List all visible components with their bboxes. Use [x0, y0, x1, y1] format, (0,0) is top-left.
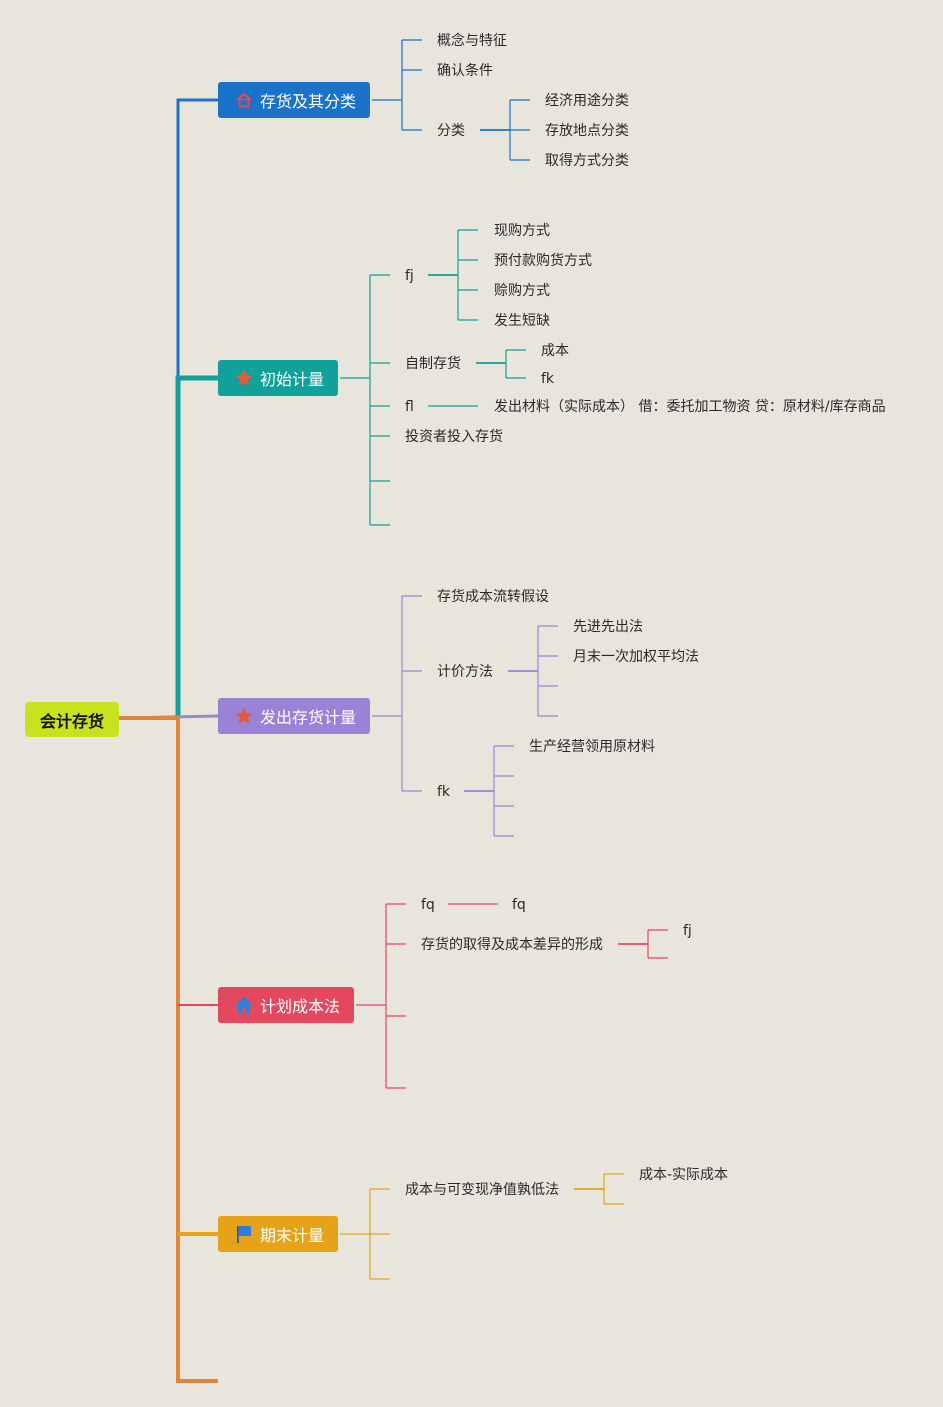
branch-label: 计划成本法 [260, 997, 341, 1016]
topic-cash-purchase[interactable]: 现购方式 [494, 223, 550, 239]
topic-investor-contribution[interactable]: 投资者投入存货 [405, 429, 503, 445]
topic-prepaid-purchase[interactable]: 预付款购货方式 [494, 253, 592, 269]
home-icon [234, 995, 254, 1015]
branch-label: 存货及其分类 [260, 92, 357, 111]
topic-acquisition-method[interactable]: 取得方式分类 [545, 153, 629, 169]
branch-node-period-end[interactable]: 期末计量 [218, 1216, 339, 1252]
topic-weighted-average[interactable]: 月末一次加权平均法 [573, 649, 699, 665]
root-node[interactable]: 会计存货 [25, 702, 119, 737]
trunk-orange [119, 716, 218, 1383]
trunk-blue [176, 98, 218, 718]
branch-3-lines [372, 595, 558, 837]
branch-label: 发出存货计量 [260, 708, 357, 727]
topic-fj-sub[interactable]: fj [683, 923, 692, 939]
star-icon [234, 368, 254, 388]
flag-icon [234, 1224, 254, 1244]
branch-2-lines [340, 229, 526, 526]
branch-label: 初始计量 [260, 370, 325, 389]
topic-fq-sub[interactable]: fq [512, 897, 526, 913]
topic-self-made[interactable]: 自制存货 [405, 356, 461, 372]
topic-economic-use[interactable]: 经济用途分类 [545, 93, 629, 109]
branch-node-issue-measurement[interactable]: 发出存货计量 [218, 698, 371, 734]
topic-fj[interactable]: fj [405, 268, 414, 284]
topic-issue-materials-entry[interactable]: 发出材料（实际成本） 借：委托加工物资 贷：原材料/库存商品 [494, 399, 886, 415]
house-icon [234, 90, 254, 110]
topic-credit-purchase[interactable]: 赊购方式 [494, 283, 550, 299]
branch-label: 期末计量 [260, 1226, 325, 1245]
branch-4-lines [356, 903, 668, 1089]
topic-storage-location[interactable]: 存放地点分类 [545, 123, 629, 139]
star-icon [234, 706, 254, 726]
topic-variance-formation[interactable]: 存货的取得及成本差异的形成 [421, 937, 603, 953]
topic-fl[interactable]: fl [405, 399, 414, 415]
branch-5-lines [340, 1173, 624, 1280]
topic-fifo[interactable]: 先进先出法 [573, 619, 643, 635]
topic-cost-flow-assumption[interactable]: 存货成本流转假设 [437, 589, 549, 605]
branch-node-initial-measurement[interactable]: 初始计量 [218, 360, 339, 396]
branch-1-lines [372, 39, 530, 161]
trunk-teal [175, 375, 218, 718]
topic-fq[interactable]: fq [421, 897, 435, 913]
topic-production-use[interactable]: 生产经营领用原材料 [529, 739, 655, 755]
topic-valuation-method[interactable]: 计价方法 [437, 664, 493, 680]
topic-shortage[interactable]: 发生短缺 [494, 313, 550, 329]
topic-cost-actual[interactable]: 成本-实际成本 [639, 1167, 729, 1183]
topic-recognition[interactable]: 确认条件 [437, 63, 493, 79]
root-label: 会计存货 [39, 711, 104, 731]
topic-concept-features[interactable]: 概念与特征 [437, 33, 507, 49]
topic-fk[interactable]: fk [541, 371, 555, 387]
topic-cost[interactable]: 成本 [541, 343, 569, 359]
topic-classification[interactable]: 分类 [437, 123, 465, 139]
topic-lower-of-cost-nrv[interactable]: 成本与可变现净值孰低法 [405, 1182, 559, 1198]
topic-fk[interactable]: fk [437, 784, 451, 800]
branch-node-planned-cost[interactable]: 计划成本法 [218, 987, 355, 1023]
branch-node-inventory-classification[interactable]: 存货及其分类 [218, 82, 371, 118]
